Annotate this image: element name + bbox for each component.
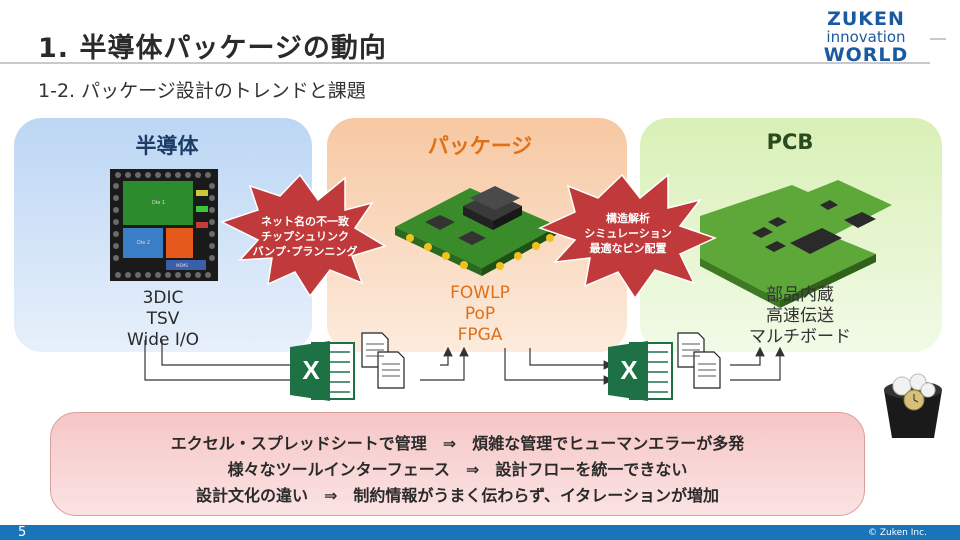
package-item: PoP <box>464 304 496 324</box>
document-icons-right <box>677 332 721 389</box>
semiconductor-item: TSV <box>146 309 180 329</box>
die-1-label: Die 1 <box>152 200 165 206</box>
semiconductor-chip-image <box>110 169 218 281</box>
trash-can-icon <box>884 373 942 438</box>
package-item: FPGA <box>457 325 503 345</box>
left-issue-burst <box>220 173 387 298</box>
package-title: パッケージ <box>427 134 533 158</box>
page-title: 1. 半導体パッケージの動向 <box>38 33 387 64</box>
logo-line-1: ZUKEN <box>827 8 905 30</box>
excel-letter-right: X <box>620 355 638 385</box>
zuken-logo: ZUKEN innovation WORLD <box>816 10 916 65</box>
pcb-item: マルチボード <box>749 327 851 347</box>
semiconductor-items: 3DIC TSV Wide I/O <box>100 288 226 351</box>
pcb-items: 部品内蔵 高速伝送 マルチボード <box>740 285 860 348</box>
left-burst-line-2: チップシュリンク <box>261 230 349 243</box>
semiconductor-title: 半導体 <box>135 134 199 158</box>
page-subtitle: 1-2. パッケージ設計のトレンドと課題 <box>38 80 366 102</box>
left-burst-line-3: バンプ･プランニング <box>252 245 358 258</box>
semiconductor-item: 3DIC <box>142 288 184 308</box>
left-burst-text: ネット名の不一致 チップシュリンク バンプ･プランニング <box>250 214 360 259</box>
pcb-item: 高速伝送 <box>766 306 834 326</box>
issue-line-2: 様々なツールインターフェース ⇒ 設計フローを統一できない <box>227 460 688 479</box>
package-item: FOWLP <box>450 283 510 303</box>
mems-label: MEMS <box>176 263 188 268</box>
right-burst-line-2: シミュレーション <box>584 227 672 240</box>
package-chip-image <box>395 186 558 276</box>
copyright: © Zuken Inc. <box>868 528 927 538</box>
logo-line-3: WORLD <box>823 44 909 66</box>
flow-arrows <box>144 340 785 385</box>
semiconductor-item: Wide I/O <box>127 330 199 350</box>
page-number: 5 <box>18 525 27 540</box>
document-icons-left <box>361 332 405 389</box>
pcb-item: 部品内蔵 <box>766 285 834 305</box>
right-issue-burst <box>537 173 718 300</box>
left-burst-line-1: ネット名の不一致 <box>261 215 349 228</box>
logo-line-2: innovation <box>826 28 906 46</box>
title-divider <box>0 62 930 64</box>
pcb-title: PCB <box>766 130 814 154</box>
title-divider-right <box>930 38 946 40</box>
right-burst-line-3: 最適なピン配置 <box>589 242 667 255</box>
footer-bar <box>0 525 960 540</box>
package-items: FOWLP PoP FPGA <box>420 283 540 346</box>
die-2-label: Die 2 <box>137 240 150 246</box>
issues-box <box>50 412 865 516</box>
excel-letter-left: X <box>302 355 320 385</box>
excel-icon-right <box>608 341 673 401</box>
right-burst-line-1: 構造解析 <box>606 212 650 225</box>
pcb-board-image <box>700 180 892 308</box>
issue-line-3: 設計文化の違い ⇒ 制約情報がうまく伝わらず、イタレーションが増加 <box>195 486 719 505</box>
right-burst-text: 構造解析 シミュレーション 最適なピン配置 <box>573 211 683 256</box>
issue-line-1: エクセル・スプレッドシートで管理 ⇒ 煩雑な管理でヒューマンエラーが多発 <box>170 434 745 453</box>
excel-icon-left <box>290 341 355 401</box>
